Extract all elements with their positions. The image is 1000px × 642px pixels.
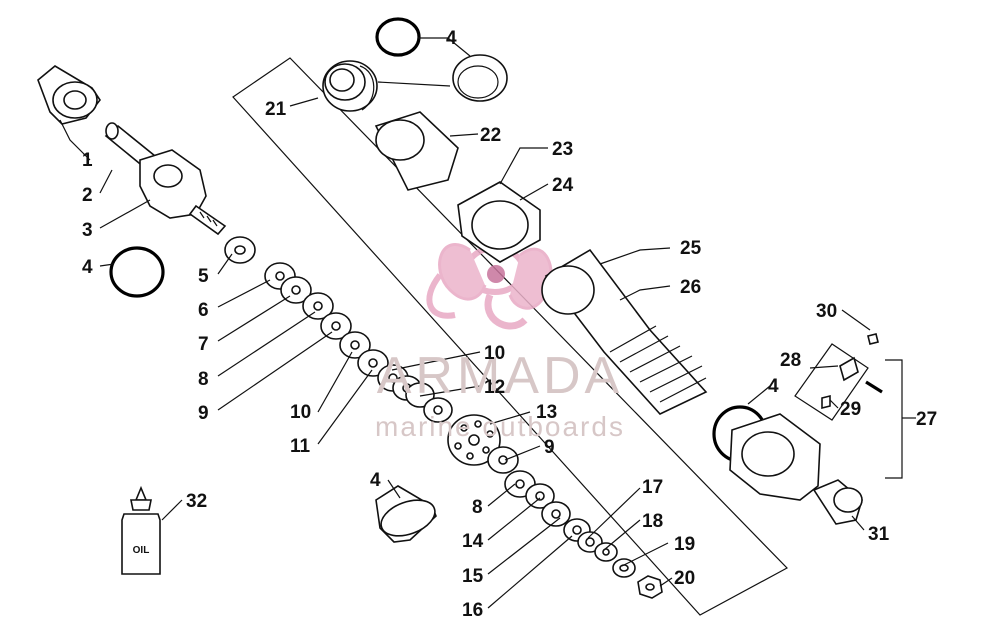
callout-28: 28 — [780, 350, 801, 371]
callout-23: 23 — [552, 139, 573, 160]
callout-4-lower: 4 — [370, 470, 381, 491]
part-23-nut — [457, 181, 541, 263]
assembly-outline — [232, 57, 788, 616]
callout-10-lower: 10 — [290, 402, 311, 423]
callout-5: 5 — [198, 266, 209, 287]
watermark-brand: ARMADA — [377, 347, 623, 405]
callout-30: 30 — [816, 301, 837, 322]
part-31-bushing — [812, 479, 863, 525]
watermark-logo — [426, 243, 553, 330]
callout-26: 26 — [680, 277, 701, 298]
callout-4-top: 4 — [446, 28, 457, 49]
callout-6: 6 — [198, 300, 209, 321]
callout-12: 12 — [484, 377, 505, 398]
shim-stack — [224, 236, 453, 423]
callout-10-upper: 10 — [484, 343, 505, 364]
valve-group-27 — [794, 333, 903, 479]
callout-9-upper: 9 — [198, 403, 209, 424]
callout-25: 25 — [680, 238, 702, 259]
part-20-nut — [637, 575, 663, 599]
oil-bottle-label: OIL — [133, 545, 150, 556]
callout-13: 13 — [536, 402, 557, 423]
callout-4-left: 4 — [82, 257, 93, 278]
callout-19: 19 — [674, 534, 695, 555]
callout-16: 16 — [462, 600, 483, 621]
leader-lines — [59, 37, 916, 609]
callout-3: 3 — [82, 220, 93, 241]
callout-11: 11 — [290, 436, 311, 457]
part-4-oring-top — [375, 17, 421, 57]
callout-27: 27 — [916, 409, 937, 430]
part-4-ring-top — [452, 54, 508, 102]
callout-4-right: 4 — [768, 376, 779, 397]
part-13-piston — [447, 414, 501, 466]
watermark-tagline: marine outboards — [375, 411, 625, 442]
callout-15: 15 — [462, 566, 484, 587]
callout-8-upper: 8 — [198, 369, 209, 390]
callout-14: 14 — [462, 531, 484, 552]
callout-7: 7 — [198, 334, 209, 355]
part-32-oil-bottle — [121, 485, 161, 575]
callout-2: 2 — [82, 185, 93, 206]
part-4-oring-left — [109, 246, 165, 298]
part-1-bushing — [37, 65, 101, 125]
callout-32: 32 — [186, 491, 207, 512]
part-3-shaft-eye — [139, 149, 227, 236]
callout-24: 24 — [552, 175, 574, 196]
right-eye-housing — [729, 413, 821, 501]
callout-8-lower: 8 — [472, 497, 483, 518]
callout-29: 29 — [840, 399, 861, 420]
callout-21: 21 — [265, 99, 287, 120]
callout-1: 1 — [82, 150, 93, 171]
callout-20: 20 — [674, 568, 695, 589]
part-25-body — [541, 248, 708, 415]
part-4-ring-lower — [375, 485, 437, 543]
callout-31: 31 — [868, 524, 890, 545]
part-22-bushing — [374, 111, 459, 191]
callout-18: 18 — [642, 511, 663, 532]
callout-17: 17 — [642, 477, 663, 498]
callout-22: 22 — [480, 125, 501, 146]
callout-9-lower: 9 — [544, 437, 555, 458]
part-21-seal-head — [322, 60, 378, 112]
